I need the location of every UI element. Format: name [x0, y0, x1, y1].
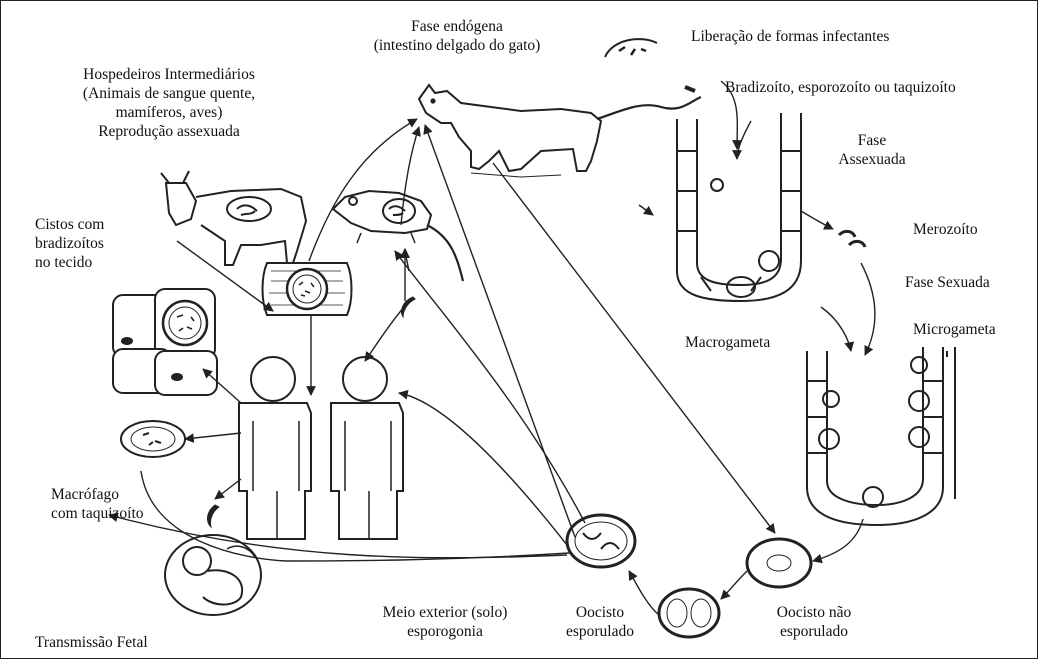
label-liberacao: Liberação de formas infectantes — [691, 27, 889, 46]
label-meio-exterior: Meio exterior (solo) esporogonia — [365, 603, 525, 641]
label-bradizoito: Bradizoíto, esporozoíto ou taquizoíto — [725, 78, 956, 97]
label-oocisto-esporulado: Oocisto esporulado — [555, 603, 645, 641]
intestine-icon — [807, 347, 955, 525]
merozoite-icon — [839, 231, 865, 247]
label-fase-endogena: Fase endógena (intestino delgado do gato… — [357, 17, 557, 55]
label-macrogameta: Macrogameta — [685, 333, 770, 352]
tachyzoite-icon — [208, 505, 219, 527]
label-merozoito: Merozoíto — [913, 220, 978, 239]
label-oocisto-nao-esporulado: Oocisto não esporulado — [759, 603, 869, 641]
infectant-forms-icon — [605, 39, 695, 91]
oocyst-icon — [659, 589, 719, 637]
cell-block-icon — [113, 289, 217, 395]
label-cistos: Cistos com bradizoítos no tecido — [35, 215, 104, 272]
rat-icon — [333, 191, 463, 281]
human-figure-icon — [331, 357, 403, 539]
label-hospedeiros: Hospedeiros Intermediários (Animais de s… — [49, 65, 289, 141]
intestine-icon — [677, 113, 801, 301]
cow-icon — [161, 171, 306, 265]
human-figure-icon — [239, 357, 311, 539]
oocyst-icon — [747, 539, 811, 587]
tissue-cyst-icon — [263, 263, 352, 315]
oocyst-icon — [567, 515, 635, 567]
label-transmissao-fetal: Transmissão Fetal — [35, 633, 148, 652]
label-fase-sexuada: Fase Sexuada — [905, 273, 990, 292]
cat-icon — [419, 85, 701, 177]
macrophage-icon — [121, 421, 185, 457]
label-fase-assexuada: Fase Assexuada — [827, 131, 917, 169]
label-macrofago: Macrófago com taquizoíto — [51, 485, 144, 523]
label-microgameta: Microgameta — [913, 320, 996, 339]
